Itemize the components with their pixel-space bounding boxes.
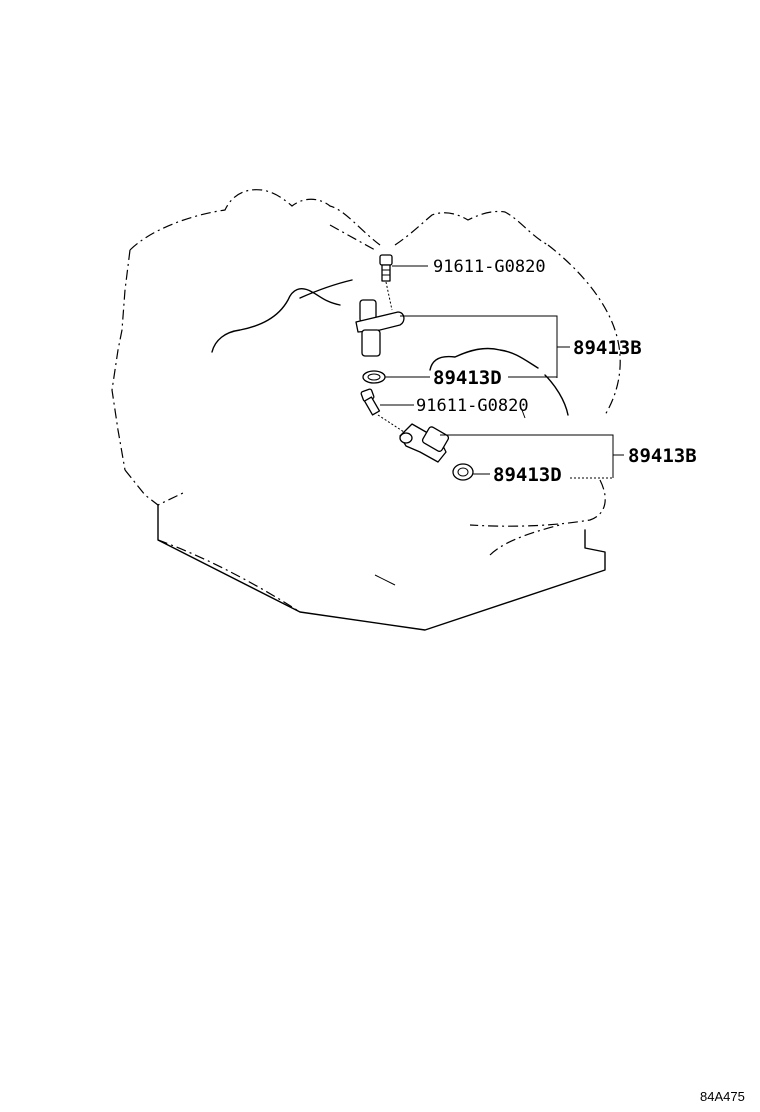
leader-lines (380, 265, 624, 479)
lower-o-ring-icon (452, 463, 474, 481)
lower-speed-sensor-icon (399, 423, 450, 463)
callout-bolt-upper: 91611-G0820 (433, 257, 546, 277)
upper-bolt-icon (379, 254, 393, 282)
callout-sensor-upper: 89413B (573, 337, 642, 359)
drawing-code: 84A475 (700, 1089, 745, 1104)
transmission-housing-outline (111, 189, 621, 631)
lower-bolt-icon (360, 388, 381, 416)
upper-o-ring-icon (362, 370, 386, 384)
callout-oring-lower: 89413D (493, 464, 562, 486)
upper-speed-sensor-icon (355, 299, 405, 357)
callout-bolt-lower: 91611-G0820 (416, 396, 529, 416)
callout-oring-upper: 89413D (433, 367, 502, 389)
callout-sensor-lower: 89413B (628, 445, 697, 467)
